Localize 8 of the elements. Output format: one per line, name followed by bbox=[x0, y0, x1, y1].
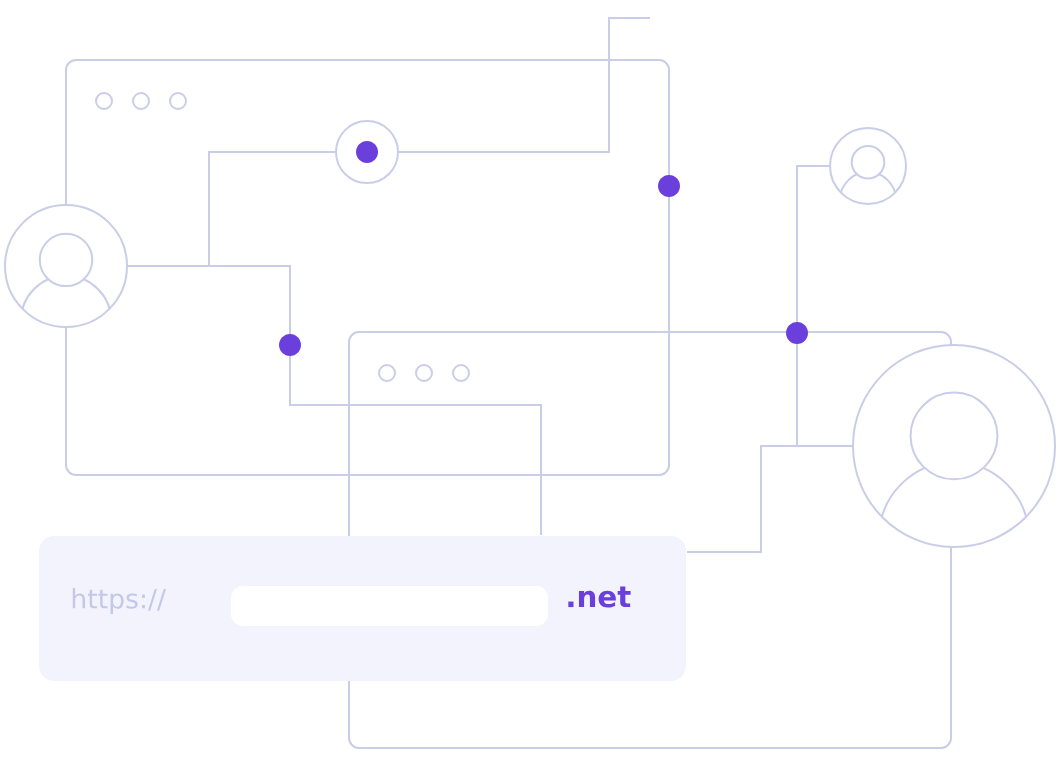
connector-line bbox=[127, 265, 542, 536]
avatar-icon bbox=[829, 127, 907, 205]
connector-line bbox=[398, 17, 651, 153]
domain-text: .net bbox=[568, 586, 631, 608]
avatar-icon bbox=[4, 204, 128, 328]
ring bbox=[335, 120, 399, 184]
avatar-icon bbox=[852, 344, 1056, 548]
connector-line bbox=[686, 445, 853, 553]
